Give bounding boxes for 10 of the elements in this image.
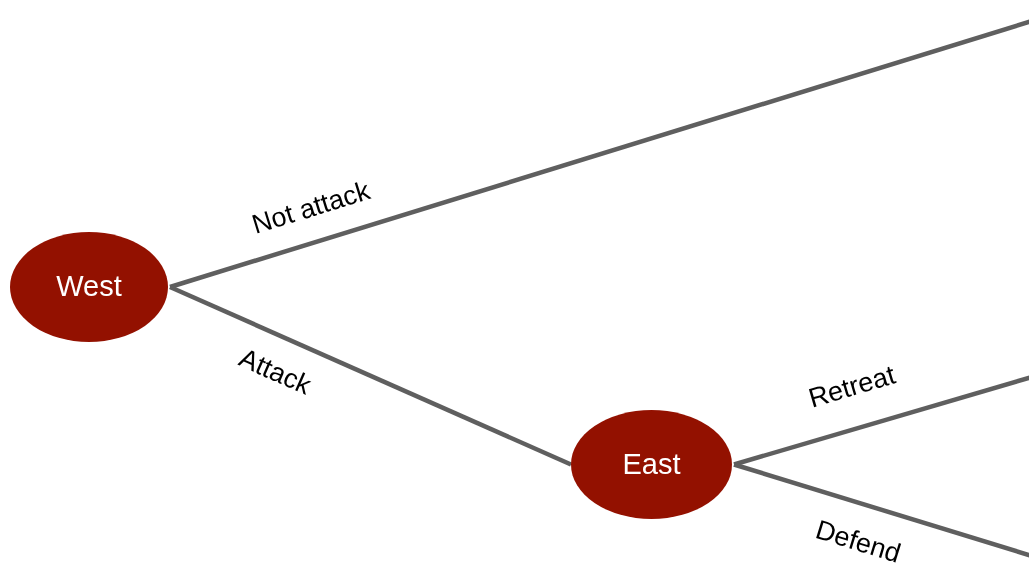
- edge-label: Retreat: [805, 361, 899, 413]
- node-label: West: [56, 269, 122, 305]
- node-label: East: [622, 446, 681, 482]
- edge-label: Attack: [235, 344, 315, 400]
- branch-line: [169, 18, 1029, 290]
- branch-line: [733, 374, 1029, 467]
- branch-line: [169, 284, 572, 467]
- edge-label: Defend: [812, 516, 904, 568]
- branch-line: [733, 462, 1029, 559]
- edge-label: Not attack: [248, 177, 374, 239]
